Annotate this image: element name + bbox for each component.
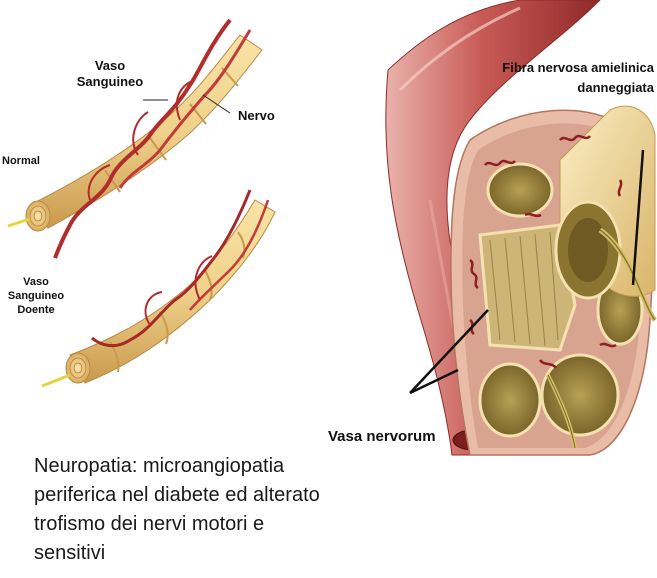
label-vaso-sanguineo-line1: Vaso (70, 58, 150, 74)
label-doente-line2: Sanguineo (6, 289, 66, 303)
label-vaso-sanguineo-doente: Vaso Sanguineo Doente (6, 275, 66, 317)
label-vaso-sanguineo: Vaso Sanguineo (70, 58, 150, 90)
label-vaso-sanguineo-line2: Sanguineo (70, 74, 150, 90)
caption-line-3: trofismo dei nervi motori e (34, 510, 324, 539)
label-fibra-nervosa: Fibra nervosa amielinica danneggiata (488, 58, 654, 98)
caption-line-1: Neuropatia: microangiopatia (34, 452, 324, 481)
label-fibra-line2: danneggiata (488, 78, 654, 98)
label-normal: Normal (2, 154, 40, 168)
figure-caption: Neuropatia: microangiopatia periferica n… (34, 452, 324, 568)
diseased-nerve (42, 190, 275, 386)
caption-line-4: sensitivi (34, 539, 324, 568)
caption-line-2: periferica nel diabete ed alterato (34, 481, 324, 510)
label-doente-line1: Vaso (6, 275, 66, 289)
label-doente-line3: Doente (6, 303, 66, 317)
label-fibra-line1: Fibra nervosa amielinica (488, 58, 654, 78)
label-nervo: Nervo (238, 108, 275, 124)
normal-nerve (8, 20, 262, 258)
label-vasa-nervorum: Vasa nervorum (328, 428, 436, 446)
